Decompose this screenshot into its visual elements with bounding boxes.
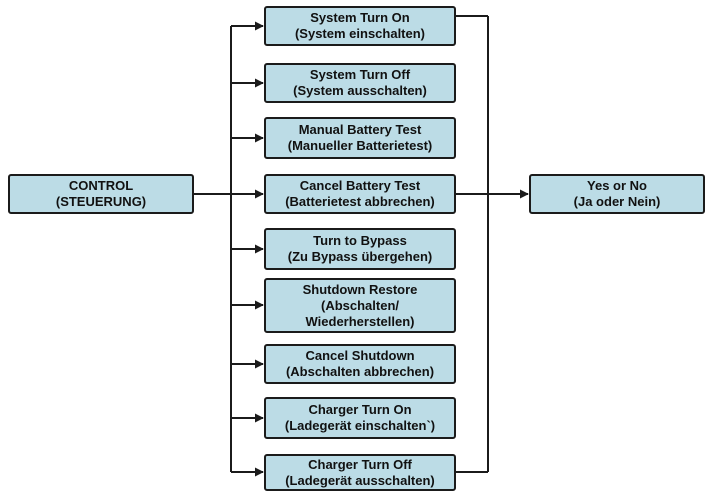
option-charger-turn-on: Charger Turn On (Ladegerät einschalten`)	[264, 397, 456, 439]
option-manual-battery-test: Manual Battery Test (Manueller Batteriet…	[264, 117, 456, 159]
option-label: Charger Turn Off	[308, 456, 412, 472]
option-system-turn-on: System Turn On (System einschalten)	[264, 6, 456, 46]
option-label: System Turn Off	[309, 67, 411, 82]
control-box-title: CONTROL	[68, 178, 134, 193]
option-translation: (Zu Bypass übergehen)	[287, 249, 433, 264]
option-translation: (Ladegerät ausschalten)	[285, 472, 435, 488]
option-label: Cancel Shutdown	[305, 348, 415, 363]
option-label: Manual Battery Test	[298, 122, 422, 137]
option-label: Shutdown Restore	[302, 281, 418, 297]
result-box: Yes or No (Ja oder Nein)	[529, 174, 705, 214]
option-translation: (System ausschalten)	[293, 83, 427, 98]
control-box-subtitle: (STEUERUNG)	[55, 194, 147, 209]
option-system-turn-off: System Turn Off (System ausschalten)	[264, 63, 456, 103]
option-translation: (Batterietest abbrechen)	[285, 194, 435, 209]
option-charger-turn-off: Charger Turn Off (Ladegerät ausschalten)	[264, 454, 456, 491]
option-translation: (System einschalten)	[294, 26, 426, 41]
option-shutdown-restore: Shutdown Restore (Abschalten/ Wiederhers…	[264, 278, 456, 333]
option-translation: (Manueller Batterietest)	[287, 138, 433, 153]
option-cancel-shutdown: Cancel Shutdown (Abschalten abbrechen)	[264, 344, 456, 384]
option-translation: (Abschalten abbrechen)	[285, 364, 435, 379]
option-translation: (Abschalten/	[320, 297, 399, 313]
option-label: Turn to Bypass	[313, 233, 407, 248]
option-translation-cont: Wiederherstellen)	[305, 313, 415, 329]
option-translation: (Ladegerät einschalten`)	[284, 418, 436, 433]
option-label: Charger Turn On	[308, 402, 412, 417]
option-turn-to-bypass: Turn to Bypass (Zu Bypass übergehen)	[264, 228, 456, 270]
option-label: Cancel Battery Test	[299, 178, 421, 193]
option-label: System Turn On	[310, 10, 410, 25]
control-box: CONTROL (STEUERUNG)	[8, 174, 194, 214]
result-box-title: Yes or No	[587, 178, 647, 193]
result-box-subtitle: (Ja oder Nein)	[573, 194, 661, 209]
option-cancel-battery-test: Cancel Battery Test (Batterietest abbrec…	[264, 174, 456, 214]
